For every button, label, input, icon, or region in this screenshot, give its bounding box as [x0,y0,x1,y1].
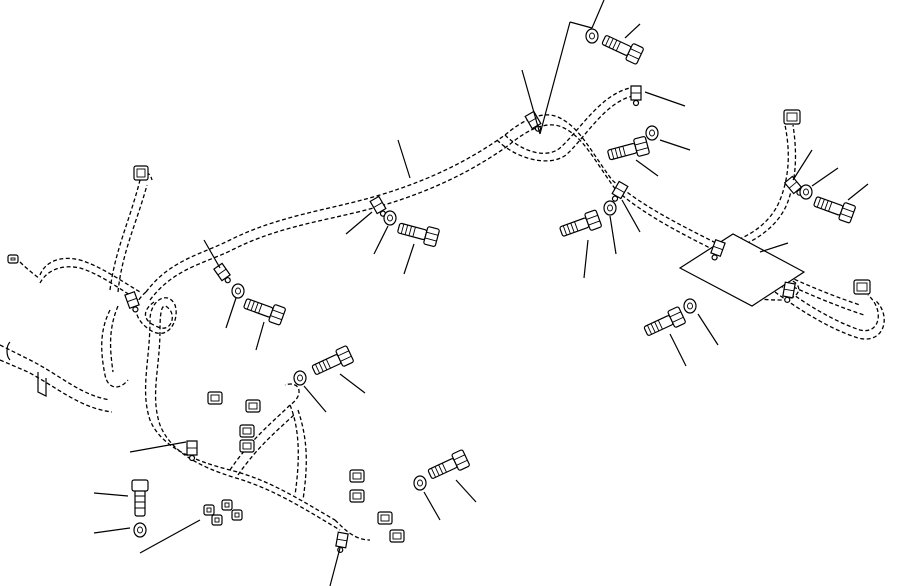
leader-line [591,0,605,29]
bolt-icon [601,35,644,65]
leader-line [635,159,659,177]
leader-line [403,243,415,275]
connector-icon [349,489,365,503]
leader-line [329,547,341,586]
leader-line [203,239,221,269]
leader-line [583,239,589,279]
clamp-icon [710,238,726,261]
bolt-icon [427,449,470,479]
connector-icon [7,254,19,264]
washer-icon [383,210,397,226]
clamp-icon [186,440,198,462]
leader-line [345,211,373,235]
leader-line [669,333,687,367]
bolt-icon [607,135,650,161]
clamp-icon [782,281,796,303]
leader-line [659,139,691,151]
leader-line [609,215,617,255]
leader-line [139,519,201,554]
leader-line [624,23,641,39]
leader-line [697,313,719,346]
main-harness [19,87,885,541]
washer-icon [231,283,245,299]
connector-icon [239,439,255,453]
leader-line [521,69,541,135]
washer-icon [799,184,813,200]
washer-icon [585,28,599,44]
washer-icon [413,475,427,491]
connector-icon [853,279,871,295]
leader-line [792,149,813,181]
leader-line [847,183,869,201]
leader-line [225,297,237,329]
leader-line [339,373,366,394]
washer-icon [603,200,617,216]
connector-icon [207,391,223,405]
leader-line [93,492,129,497]
washer-icon [293,370,307,386]
leader-line [644,91,686,107]
bolt-icon [643,306,686,336]
washer-icon [683,298,697,314]
washer-icon [133,522,147,538]
connector-icon [783,109,801,125]
leader-line [255,321,265,351]
leader-line [759,242,789,253]
clamp-icon [213,262,231,284]
bolt-icon [813,196,856,224]
connector-icon [231,509,243,521]
clamp-icon [611,180,629,202]
connector-icon [377,511,393,525]
washer-icon [645,125,659,141]
clamp-icon [335,531,349,553]
leader-line [811,167,839,187]
leader-line [93,527,131,534]
leader-line [569,21,593,29]
connector-icon [221,499,233,511]
connector-icon [245,399,261,413]
leader-line [539,21,571,135]
connector-icon [133,165,149,181]
leader-line [397,139,411,179]
clamp-icon [630,85,642,107]
connector-icon [203,504,215,516]
bolt-icon [131,479,149,517]
leader-line [621,199,641,233]
leader-line [373,225,389,255]
leader-line [303,385,327,413]
connector-icon [349,469,365,483]
clamp-icon [124,290,140,313]
connector-icon [389,529,405,543]
bolt-icon [559,209,602,237]
leader-line [455,479,477,503]
leader-line [423,491,441,521]
connector-icon [239,424,255,438]
bolt-icon [243,298,286,326]
connector-icon [211,514,223,526]
bolt-icon [311,345,354,375]
bent-pipe [0,341,113,413]
bolt-icon [397,222,440,248]
leader-line [129,441,187,453]
